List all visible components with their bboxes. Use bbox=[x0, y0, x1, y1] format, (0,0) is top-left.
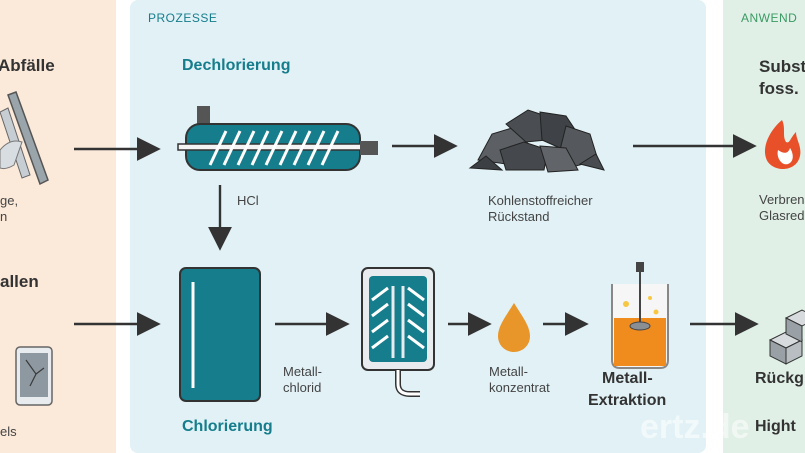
process-title-extraktion-2: Extraktion bbox=[588, 392, 667, 409]
coal-pile-icon bbox=[468, 109, 605, 173]
right-title-2b: Hight bbox=[755, 418, 796, 435]
right-caption-1b: Glasred bbox=[759, 208, 805, 223]
process-title-extraktion-1: Metall- bbox=[602, 370, 653, 387]
solar-panel-icon bbox=[0, 91, 49, 186]
right-title-2a: Rückg bbox=[755, 370, 804, 387]
label-residue-2: Rückstand bbox=[488, 209, 550, 224]
left-sub-2: els bbox=[0, 424, 17, 439]
screw-reactor-icon bbox=[177, 106, 378, 171]
flame-icon bbox=[764, 120, 801, 169]
label-metallchlorid-1: Metall- bbox=[283, 364, 323, 379]
watermark: ertz.de bbox=[640, 408, 750, 446]
stirred-reactor-icon bbox=[361, 267, 435, 397]
label-konzentrat-1: Metall- bbox=[489, 364, 529, 379]
left-title-1: Abfälle bbox=[0, 56, 55, 75]
left-sub-1a: ge, bbox=[0, 193, 19, 208]
extraction-vessel-icon bbox=[611, 262, 669, 369]
smartphone-icon bbox=[15, 346, 53, 406]
right-title-1b: foss. bbox=[759, 79, 799, 98]
left-title-2: allen bbox=[0, 272, 39, 291]
process-title-chlorierung: Chlorierung bbox=[182, 418, 273, 435]
metal-blocks-icon bbox=[768, 309, 805, 365]
right-title-1a: Subst bbox=[759, 57, 805, 76]
droplet-icon bbox=[498, 303, 530, 352]
label-metallchlorid-2: chlorid bbox=[283, 380, 322, 395]
right-section-bg bbox=[723, 0, 805, 453]
label-konzentrat-2: konzentrat bbox=[489, 380, 550, 395]
process-title-dechlorierung: Dechlorierung bbox=[182, 57, 291, 74]
middle-section-bg bbox=[130, 0, 706, 453]
label-residue-1: Kohlenstoffreicher bbox=[488, 193, 593, 208]
section-label-anwendung: ANWEND bbox=[741, 11, 798, 25]
chlorination-tank-icon bbox=[179, 267, 261, 402]
right-caption-1a: Verbren bbox=[759, 192, 805, 207]
label-hcl: HCl bbox=[237, 193, 259, 208]
section-label-prozesse: PROZESSE bbox=[148, 11, 218, 25]
left-sub-1b: n bbox=[0, 209, 8, 224]
